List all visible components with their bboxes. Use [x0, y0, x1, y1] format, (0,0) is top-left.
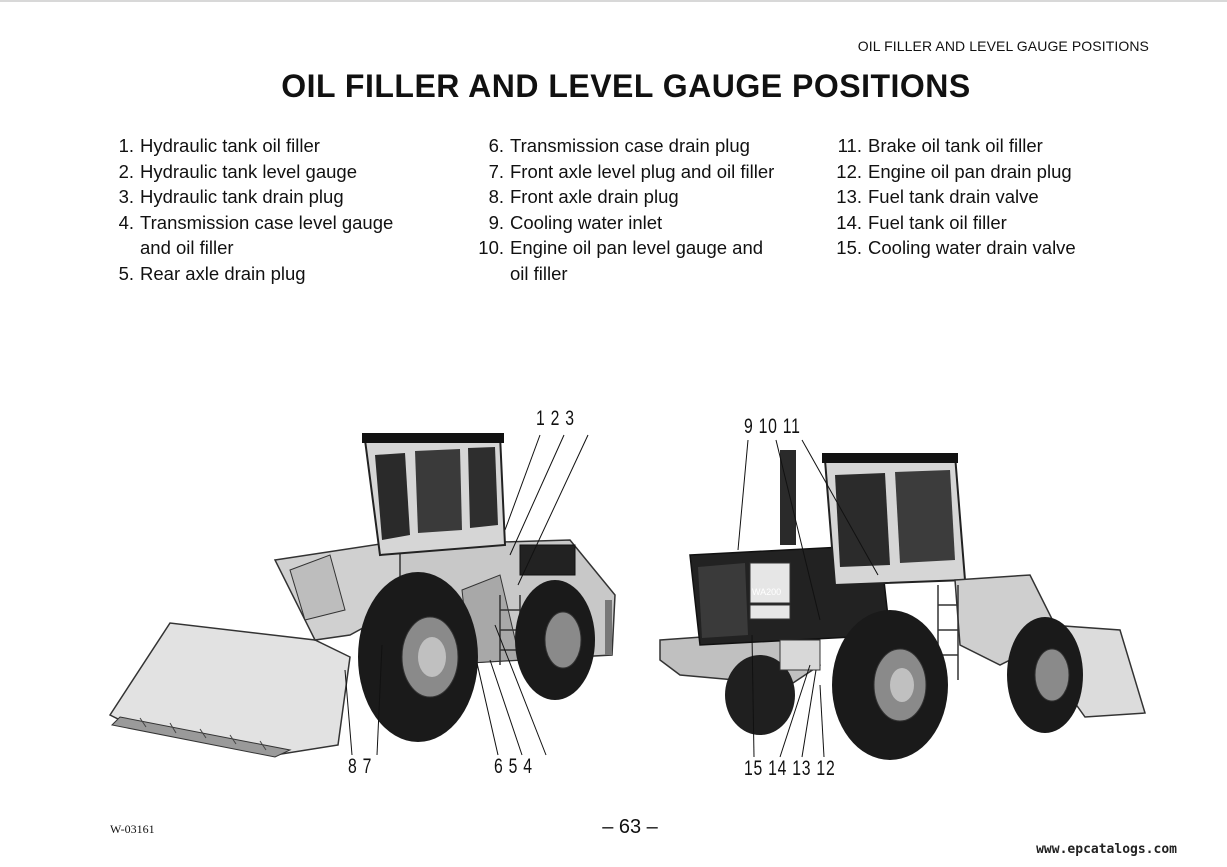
callout-8-7: 8 7: [348, 755, 373, 778]
legend-text: Front axle drain plug: [510, 186, 679, 207]
legend-text: Fuel tank drain valve: [868, 186, 1039, 207]
callout-6-5-4: 6 5 4: [494, 755, 533, 778]
wheel-loader-illustration: 1 2 3 8 7 6 5 4 9 10 11 15 14 13 12 WA20…: [100, 395, 1160, 795]
legend-item: 1. Hydraulic tank oil filler: [110, 133, 460, 159]
legend-number: 1.: [118, 135, 134, 156]
legend-number: 2.: [118, 160, 134, 182]
legend-item: 12. Engine oil pan drain plug: [826, 159, 1146, 185]
legend-number: 6.: [488, 135, 504, 156]
machine-model-badge: WA200: [752, 587, 782, 597]
legend-number: 15.: [836, 237, 862, 258]
watermark-url: www.epcatalogs.com: [1036, 842, 1177, 857]
legend-number: 9.: [488, 211, 504, 233]
legend-item: 4. Transmission case level gauge: [110, 210, 460, 236]
legend-column-1: 1. Hydraulic tank oil filler 2. Hydraulic …: [110, 133, 460, 286]
legend-item: 15. Cooling water drain valve: [826, 235, 1146, 261]
legend-item: 9. Cooling water inlet: [466, 210, 816, 236]
page-number: – 63 –: [602, 816, 658, 838]
legend-text: Hydraulic tank drain plug: [140, 186, 344, 207]
legend-text: Brake oil tank oil filler: [868, 135, 1043, 156]
legend-item: 8. Front axle drain plug: [466, 184, 816, 210]
document-code: W-03161: [110, 822, 155, 836]
legend-item: 5. Rear axle drain plug: [110, 261, 460, 287]
legend-item: 7. Front axle level plug and oil filler: [466, 159, 816, 185]
legend-item: 14. Fuel tank oil filler: [826, 210, 1146, 236]
legend-text: Hydraulic tank oil filler: [140, 135, 320, 156]
legend-text: and oil filler: [140, 237, 234, 258]
callout-9-10-11: 9 10 11: [744, 415, 801, 438]
legend-item: 10. Engine oil pan level gauge and: [466, 235, 816, 261]
legend-number: 4.: [118, 211, 134, 233]
legend-item: oil filler: [466, 261, 816, 287]
legend-number: 11.: [837, 135, 862, 156]
page-title: OIL FILLER AND LEVEL GAUGE POSITIONS: [281, 68, 971, 104]
left-loader: [108, 433, 616, 758]
right-rear-axle-wheel-left: [725, 655, 795, 735]
legend-number: [466, 261, 504, 287]
legend-number: [110, 235, 134, 261]
legend-item: and oil filler: [110, 235, 460, 261]
legend-item: 13. Fuel tank drain valve: [826, 184, 1146, 210]
legend-text: Fuel tank oil filler: [868, 211, 1007, 233]
legend-text: Transmission case drain plug: [510, 135, 750, 156]
wheel-loader-drawing: [108, 433, 1146, 760]
callout-leader-lines: [344, 434, 879, 758]
legend-number: 8.: [488, 186, 504, 207]
legend-text: Engine oil pan level gauge and: [510, 237, 764, 258]
right-loader: [659, 450, 1146, 760]
legend-text: Cooling water inlet: [510, 211, 663, 233]
legend-text: Front axle level plug and oil filler: [510, 160, 775, 182]
legend-number: 14.: [836, 211, 862, 233]
legend-text: oil filler: [510, 262, 568, 284]
legend-number: 7.: [488, 160, 504, 182]
legend-text: Engine oil pan drain plug: [868, 160, 1072, 182]
legend-text: Hydraulic tank level gauge: [140, 160, 357, 182]
legend-number: 3.: [118, 186, 134, 207]
legend-number: 10.: [478, 237, 504, 258]
running-header: OIL FILLER AND LEVEL GAUGE POSITIONS: [857, 38, 1149, 54]
legend-text: Transmission case level gauge: [140, 211, 394, 233]
legend-number: 5.: [118, 262, 134, 284]
legend-number: 12.: [836, 160, 862, 182]
callout-15-14-13-12: 15 14 13 12: [744, 757, 836, 780]
legend-item: 2. Hydraulic tank level gauge: [110, 159, 460, 185]
legend-text: Rear axle drain plug: [140, 262, 306, 284]
callout-1-2-3: 1 2 3: [536, 407, 575, 430]
page-top-edge: [0, 0, 1227, 2]
legend-item: 11. Brake oil tank oil filler: [826, 133, 1146, 159]
legend-item: 3. Hydraulic tank drain plug: [110, 184, 460, 210]
legend-column-2: 6. Transmission case drain plug 7. Front a…: [466, 133, 816, 286]
legend-column-3: 11. Brake oil tank oil filler 12. Engine o…: [826, 133, 1146, 261]
legend-number: 13.: [836, 186, 862, 207]
legend-text: Cooling water drain valve: [868, 237, 1076, 258]
legend-item: 6. Transmission case drain plug: [466, 133, 816, 159]
